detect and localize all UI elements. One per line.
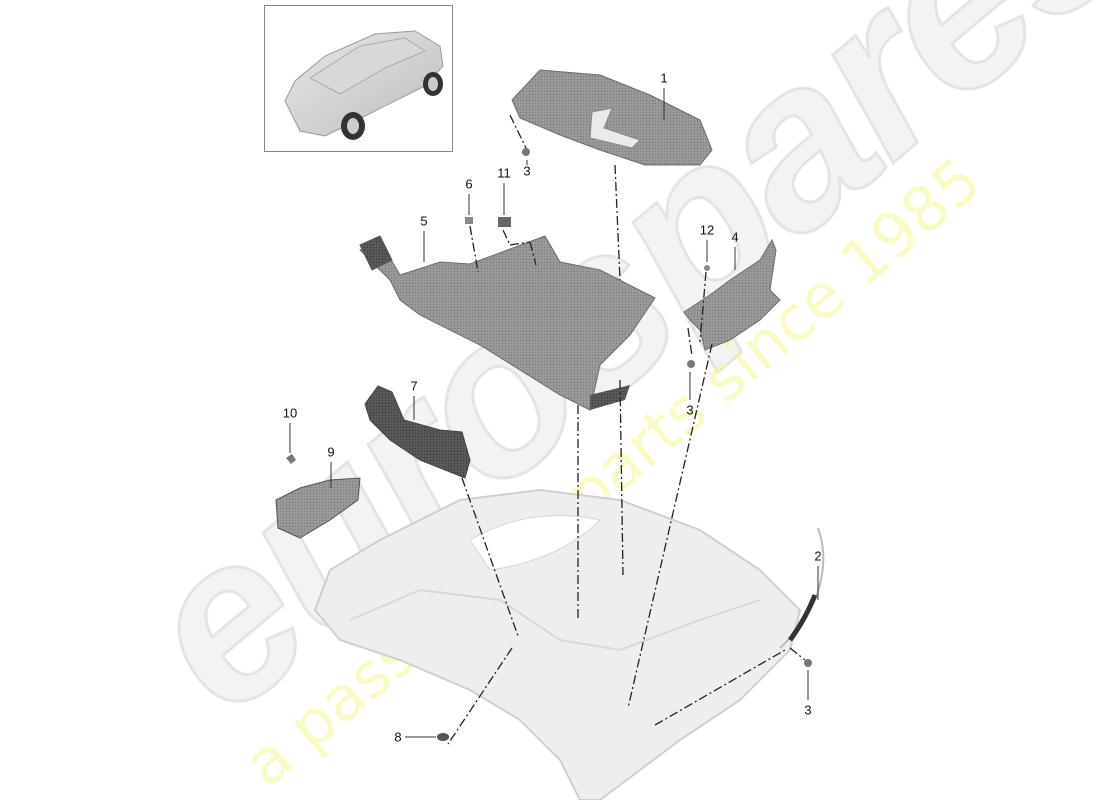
callout-part-8[interactable]: 8: [394, 729, 402, 745]
clips: [286, 148, 812, 741]
callout-part-10[interactable]: 10: [282, 405, 298, 421]
callout-part-3[interactable]: 3: [686, 402, 694, 418]
callout-part-4[interactable]: 4: [731, 229, 739, 245]
callout-part-12[interactable]: 12: [699, 222, 715, 238]
part-9-insulation-pad: [275, 477, 361, 539]
part-1-rear-shelf: [511, 69, 713, 166]
part-5-floor-trim: [359, 235, 656, 411]
part-4-side-trim: [683, 238, 781, 351]
part-2-cable: [779, 527, 825, 649]
callout-part-6[interactable]: 6: [465, 176, 473, 192]
assembly-lines: [447, 114, 806, 745]
callout-part-3[interactable]: 3: [523, 163, 531, 179]
callout-part-7[interactable]: 7: [410, 378, 418, 394]
callout-part-3[interactable]: 3: [804, 702, 812, 718]
callout-part-11[interactable]: 11: [497, 165, 511, 181]
car-icon: [284, 30, 444, 140]
rear-body-panel: [313, 488, 802, 800]
callout-part-2[interactable]: 2: [814, 548, 822, 564]
leader-lines: [289, 88, 819, 738]
callout-part-5[interactable]: 5: [420, 213, 428, 229]
callout-part-1[interactable]: 1: [660, 70, 668, 86]
part-7-side-trim: [364, 385, 471, 479]
callout-part-9[interactable]: 9: [327, 444, 335, 460]
vehicle-thumbnail: [264, 5, 453, 152]
